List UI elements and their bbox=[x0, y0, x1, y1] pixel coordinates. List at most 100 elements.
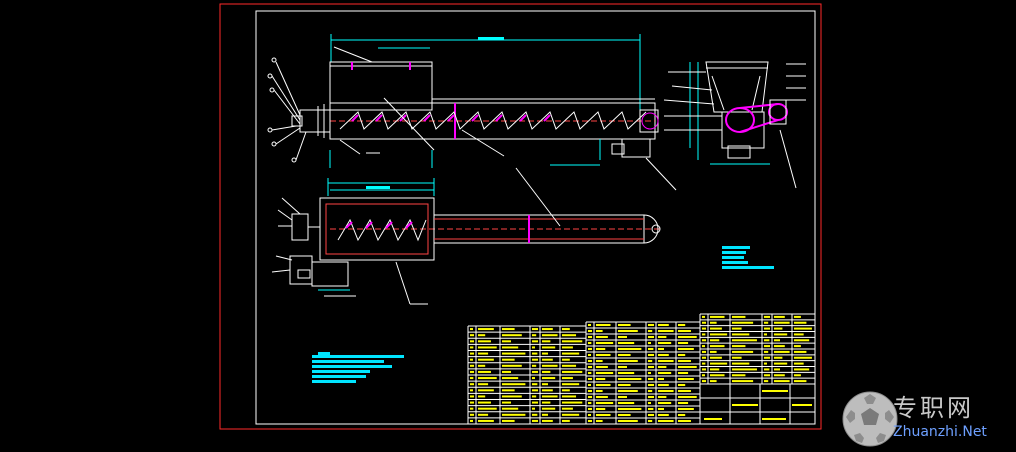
table-cell-text bbox=[618, 348, 642, 350]
table-cell-text bbox=[588, 378, 592, 380]
side-view bbox=[663, 61, 806, 189]
table-cell-text bbox=[764, 315, 770, 318]
table-cell-text bbox=[774, 333, 788, 336]
table-cell-text bbox=[562, 334, 577, 337]
table-cell-text bbox=[732, 321, 754, 324]
table-cell-text bbox=[470, 389, 473, 392]
table-cell-text bbox=[702, 315, 705, 318]
table-cell-text bbox=[732, 368, 757, 371]
table-cell-text bbox=[532, 358, 538, 361]
table-cell-text bbox=[774, 350, 790, 353]
table-cell-text bbox=[648, 324, 654, 326]
table-cell-text bbox=[478, 346, 497, 349]
table-cell-text bbox=[774, 380, 790, 383]
table-cell-text bbox=[658, 378, 664, 380]
table-cell-text bbox=[596, 360, 603, 362]
table-cell-text bbox=[764, 362, 767, 365]
table-cell-text bbox=[710, 327, 722, 330]
table-cell-text bbox=[542, 340, 551, 343]
table-cell-text bbox=[794, 333, 804, 336]
table-cell-text bbox=[658, 360, 674, 362]
table-cell-text bbox=[792, 404, 812, 406]
table-cell-text bbox=[562, 377, 573, 380]
table-cell-text bbox=[478, 419, 494, 422]
table-cell-text bbox=[596, 390, 603, 392]
table-cell-text bbox=[710, 333, 728, 336]
table-cell-text bbox=[596, 372, 614, 374]
table-cell-text bbox=[596, 348, 606, 350]
table-cell-text bbox=[702, 374, 705, 377]
table-cell-text bbox=[762, 418, 786, 420]
table-cell-text bbox=[470, 377, 474, 380]
table-cell-text bbox=[588, 384, 591, 386]
table-cell-text bbox=[658, 324, 669, 326]
table-cell-text bbox=[702, 350, 706, 353]
table-cell-text bbox=[470, 395, 474, 398]
table-cell-text bbox=[532, 328, 538, 331]
table-cell-text bbox=[542, 358, 553, 361]
table-cell-text bbox=[532, 352, 538, 355]
table-cell-text bbox=[470, 419, 473, 422]
table-cell-text bbox=[702, 345, 705, 348]
table-cell-text bbox=[678, 390, 691, 392]
table-cell-text bbox=[542, 328, 553, 331]
table-cell-text bbox=[774, 339, 780, 342]
table-cell-text bbox=[732, 339, 757, 342]
table-cell-text bbox=[502, 413, 526, 416]
parts-list-table bbox=[467, 313, 816, 425]
table-cell-text bbox=[794, 339, 810, 342]
table-cell-text bbox=[658, 336, 667, 338]
table-cell-text bbox=[478, 401, 491, 404]
table-cell-text bbox=[764, 374, 770, 377]
table-cell-text bbox=[478, 377, 497, 380]
table-cell-text bbox=[678, 372, 689, 374]
table-cell-text bbox=[678, 330, 691, 332]
table-cell-text bbox=[470, 346, 474, 349]
table-cell-text bbox=[648, 414, 654, 416]
table-cell-text bbox=[562, 401, 583, 404]
table-cell-text bbox=[588, 402, 592, 404]
table-cell-text bbox=[678, 354, 686, 356]
table-cell-text bbox=[678, 384, 686, 386]
table-cell-text bbox=[794, 368, 810, 371]
table-cell-text bbox=[478, 328, 494, 331]
table-cell-text bbox=[658, 402, 672, 404]
table-cell-text bbox=[532, 383, 538, 386]
table-cell-text bbox=[658, 414, 669, 416]
table-cell-text bbox=[702, 368, 706, 371]
table-cell-text bbox=[774, 315, 785, 318]
table-cell-text bbox=[774, 362, 788, 365]
table-cell-text bbox=[542, 377, 556, 380]
table-cell-text bbox=[618, 330, 638, 332]
table-cell-text bbox=[678, 360, 691, 362]
table-cell-text bbox=[648, 354, 654, 356]
table-cell-text bbox=[478, 389, 494, 392]
table-cell-text bbox=[542, 413, 548, 416]
table-cell-text bbox=[532, 401, 538, 404]
table-cell-text bbox=[764, 350, 769, 353]
table-cell-text bbox=[596, 408, 606, 410]
table-cell-text bbox=[732, 362, 750, 365]
table-cell-text bbox=[596, 402, 614, 404]
table-cell-text bbox=[478, 340, 491, 343]
table-cell-text bbox=[774, 356, 783, 359]
table-cell-text bbox=[732, 404, 758, 406]
table-cell-text bbox=[588, 330, 592, 332]
table-cell-text bbox=[542, 419, 553, 422]
table-cell-text bbox=[562, 364, 577, 367]
table-cell-text bbox=[562, 419, 570, 422]
table-cell-text bbox=[702, 321, 706, 324]
table-cell-text bbox=[794, 345, 801, 348]
table-cell-text bbox=[702, 380, 706, 383]
table-cell-text bbox=[478, 370, 491, 373]
table-cell-text bbox=[562, 407, 573, 410]
table-cell-text bbox=[470, 358, 473, 361]
table-cell-text bbox=[648, 336, 654, 338]
table-cell-text bbox=[588, 348, 592, 350]
table-cell-text bbox=[702, 327, 706, 330]
table-cell-text bbox=[710, 362, 728, 365]
table-cell-text bbox=[502, 419, 515, 422]
table-cell-text bbox=[478, 383, 489, 386]
table-cell-text bbox=[542, 407, 556, 410]
table-cell-text bbox=[478, 364, 486, 367]
